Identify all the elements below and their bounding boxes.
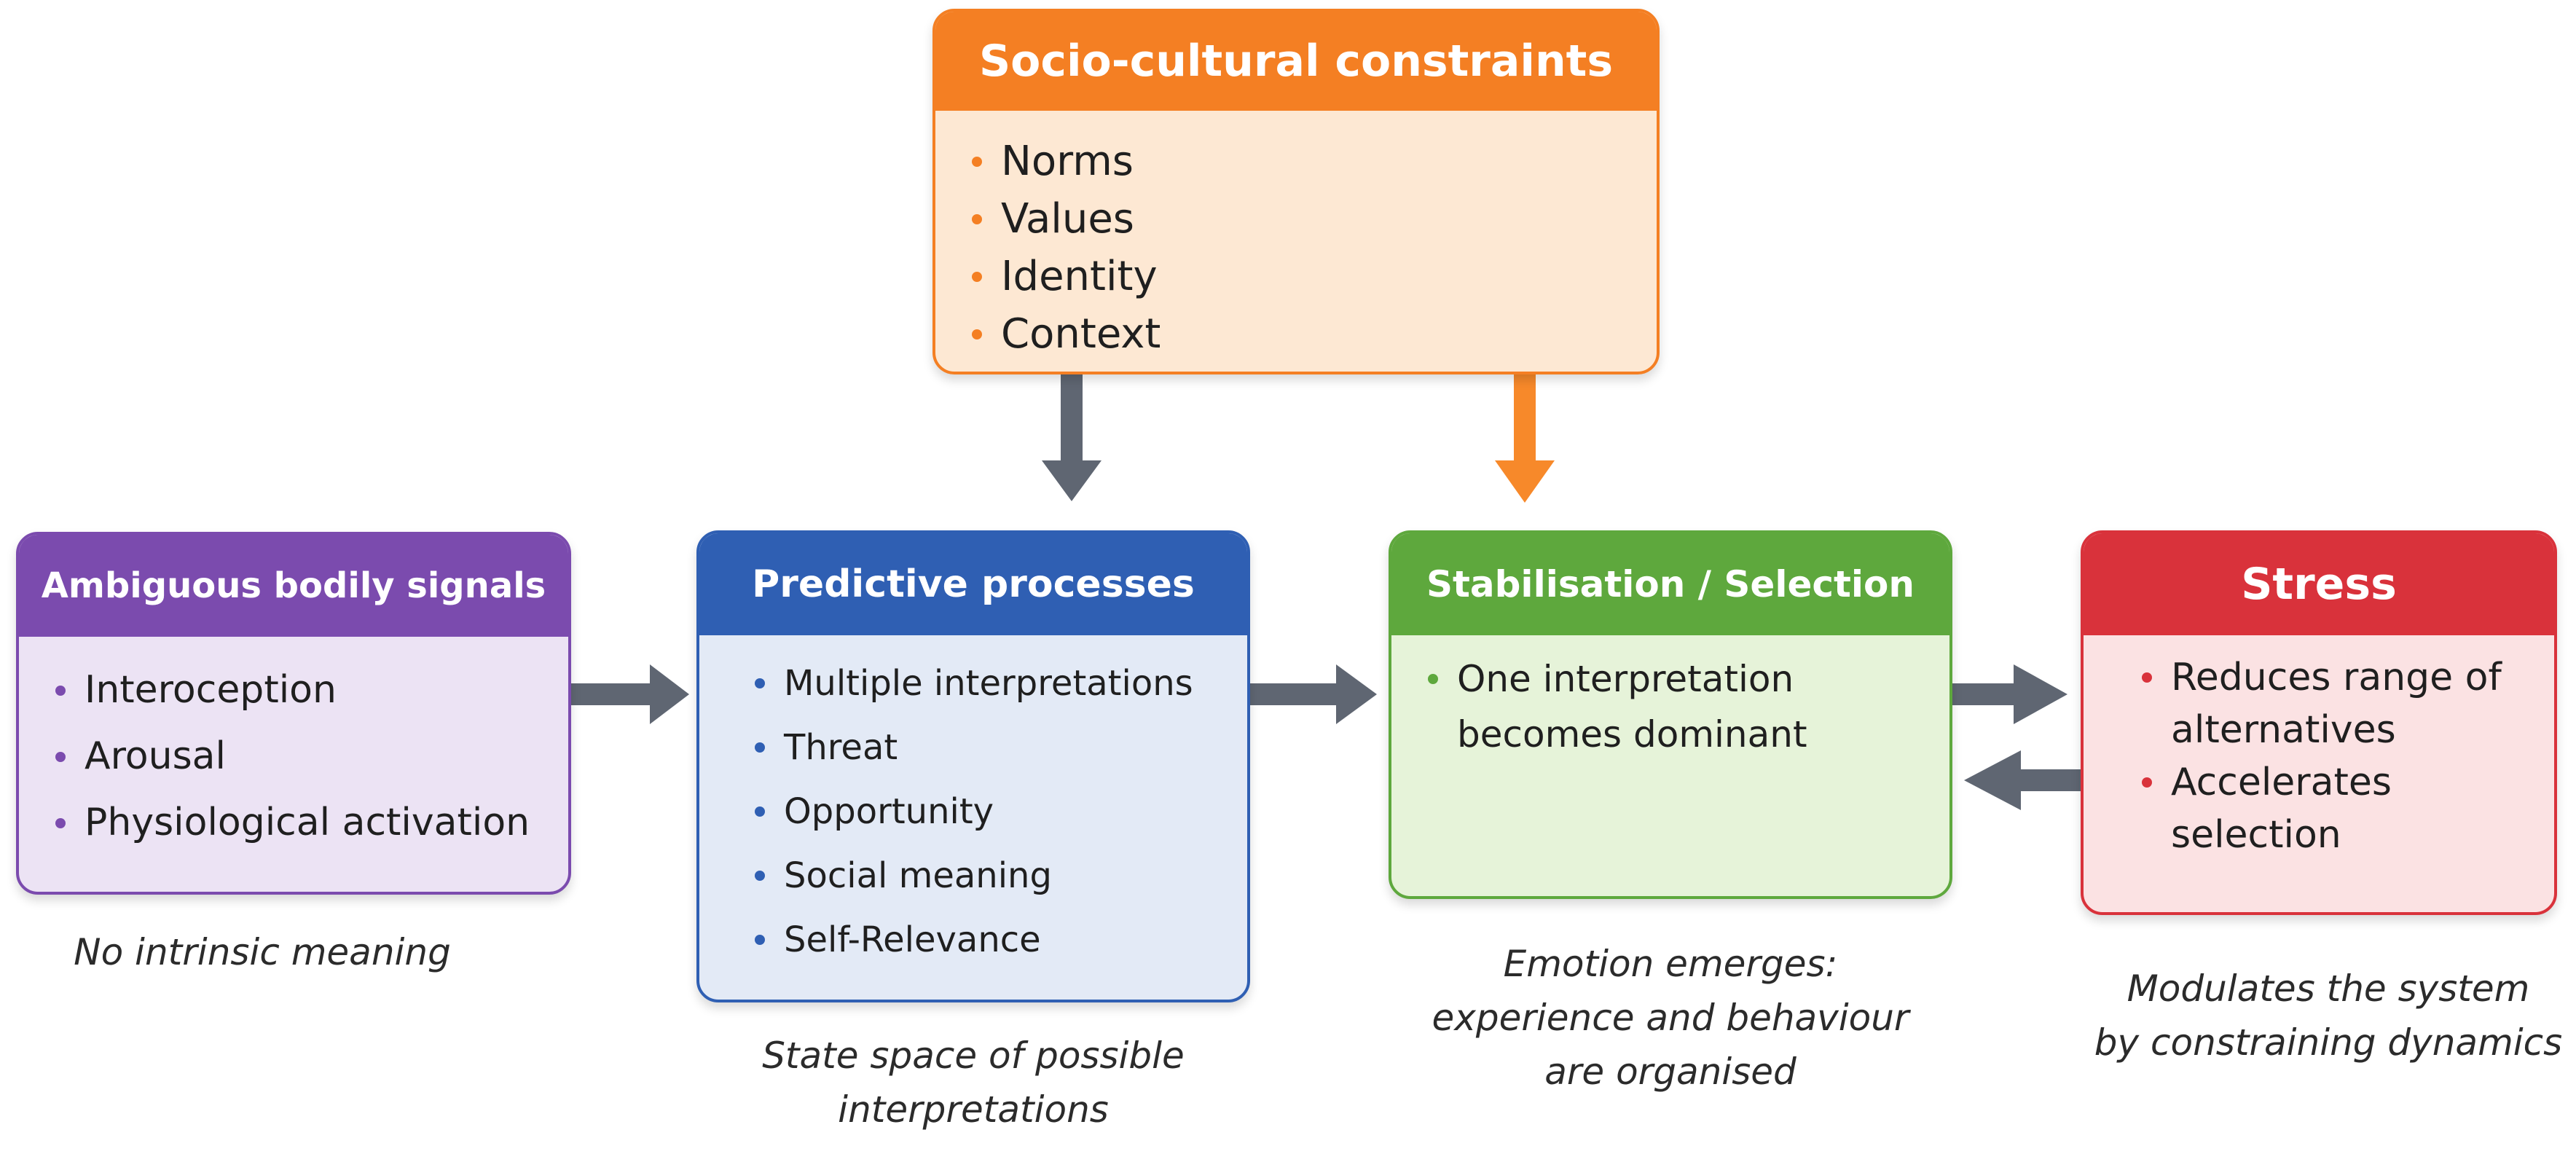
ambiguous-bodily-signals-caption: No intrinsic meaning [74, 931, 451, 973]
arrow-socio-to-stabilisation [1495, 372, 1555, 503]
stress-caption: Modulates the system by constraining dyn… [2094, 967, 2563, 1064]
list-item: Values [972, 190, 1627, 248]
socio-cultural-constraints-title: Socio-cultural constraints [935, 12, 1657, 111]
list-item: Interoception [55, 657, 539, 723]
ambiguous-bodily-signals-box: Ambiguous bodily signals Interoception A… [16, 532, 571, 895]
socio-cultural-constraints-list: Norms Values Identity Context [972, 133, 1627, 363]
predictive-processes-list: Multiple interpretations Threat Opportun… [755, 651, 1218, 972]
list-item: Opportunity [755, 780, 1218, 844]
list-item: Threat [755, 715, 1218, 780]
arrow-socio-to-predictive [1042, 372, 1102, 501]
arrow-bodily-to-predictive [570, 664, 689, 724]
arrow-stabilisation-to-stress [1951, 664, 2068, 724]
list-item: Physiological activation [55, 790, 539, 856]
predictive-processes-title: Predictive processes [699, 533, 1247, 635]
socio-cultural-constraints-box: Socio-cultural constraints Norms Values … [932, 9, 1660, 374]
stress-list: Reduces range of alternatives Accelerate… [2142, 651, 2532, 861]
list-item: Self-Relevance [755, 908, 1218, 972]
list-item: Arousal [55, 723, 539, 790]
stabilisation-selection-box: Stabilisation / Selection One interpreta… [1389, 530, 1952, 899]
ambiguous-bodily-signals-title: Ambiguous bodily signals [19, 535, 568, 637]
list-item: Accelerates selection [2142, 756, 2532, 861]
list-item: Context [972, 305, 1627, 363]
arrow-stress-to-stabilisation [1964, 750, 2084, 810]
list-item: Social meaning [755, 844, 1218, 908]
stress-box: Stress Reduces range of alternatives Acc… [2081, 530, 2557, 915]
stabilisation-selection-title: Stabilisation / Selection [1391, 533, 1949, 635]
list-item: Identity [972, 248, 1627, 305]
list-item: One interpretation becomes dominant [1428, 651, 1906, 762]
predictive-processes-caption: State space of possible interpretations [762, 1035, 1185, 1131]
list-item: Multiple interpretations [755, 651, 1218, 715]
predictive-processes-box: Predictive processes Multiple interpreta… [696, 530, 1250, 1002]
stabilisation-selection-list: One interpretation becomes dominant [1428, 651, 1906, 762]
ambiguous-bodily-signals-list: Interoception Arousal Physiological acti… [55, 657, 539, 856]
list-item: Norms [972, 133, 1627, 190]
arrow-predictive-to-stabilisation [1249, 664, 1377, 724]
stress-title: Stress [2084, 533, 2554, 635]
stabilisation-selection-caption: Emotion emerges: experience and behaviou… [1432, 943, 1909, 1093]
list-item: Reduces range of alternatives [2142, 651, 2532, 756]
